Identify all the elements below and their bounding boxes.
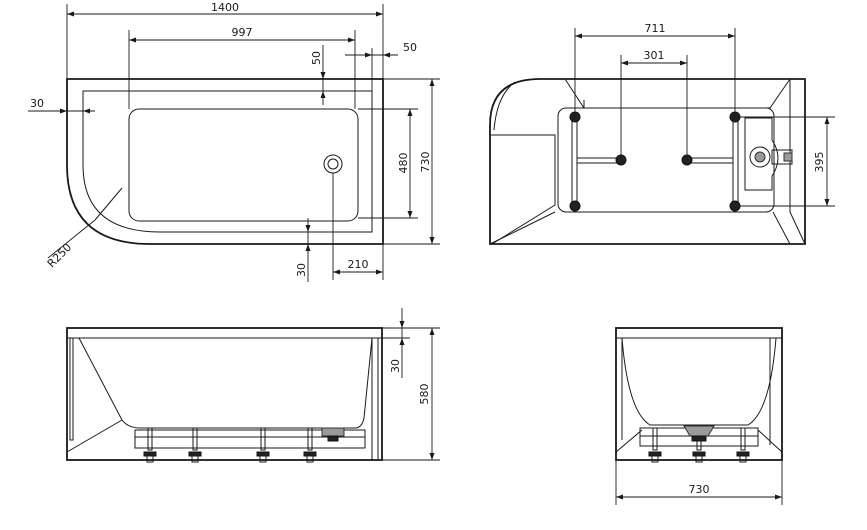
dim-50v-label: 50 <box>310 51 323 65</box>
tub-rim-inner <box>82 90 373 233</box>
dim-301: 301 <box>620 49 688 160</box>
frame-diag-left <box>489 211 556 245</box>
dim-210: 210 <box>332 173 384 280</box>
end-view <box>615 327 783 463</box>
inner-basin-outline <box>557 107 775 213</box>
dim-210-label: 210 <box>348 258 369 271</box>
foot-2 <box>569 200 581 212</box>
frame-diag-right <box>772 211 791 245</box>
drain-inner <box>327 158 339 170</box>
underside-view <box>489 78 806 245</box>
dim-30-left: 30 <box>28 97 95 114</box>
dim-1400-label: 1400 <box>211 1 239 14</box>
dim-50-horizontal: 50 <box>345 41 417 91</box>
frame-top-edge <box>564 78 791 109</box>
dim-997: 997 <box>128 26 356 109</box>
dim-730-plan-label: 730 <box>419 152 432 173</box>
corner-panel <box>490 134 556 245</box>
dim-301-label: 301 <box>644 49 665 62</box>
end-leg-3 <box>736 427 750 463</box>
side-drain <box>321 427 345 442</box>
side-panel-left <box>69 337 74 441</box>
dim-580: 580 <box>382 327 440 461</box>
end-drain <box>683 425 715 442</box>
drain-plug <box>754 151 766 163</box>
dim-730-end: 730 <box>615 460 783 505</box>
drain-outer <box>323 154 343 174</box>
side-leg-3 <box>256 427 270 463</box>
tub-basin <box>128 108 359 222</box>
underside-outline <box>489 78 806 245</box>
side-leg-2 <box>188 427 202 463</box>
corner-curve <box>493 81 516 131</box>
dim-30-bottom-label: 30 <box>295 263 308 277</box>
end-diag-right <box>757 429 783 453</box>
frame-right <box>789 79 806 245</box>
plan-view-top <box>47 78 384 259</box>
dim-30-side-label: 30 <box>389 359 402 373</box>
dim-50h-label: 50 <box>403 41 417 54</box>
dim-480: 480 <box>358 108 418 219</box>
dim-30-left-label: 30 <box>30 97 44 110</box>
radius-leader-ext <box>47 219 96 259</box>
end-leg-1 <box>648 427 662 463</box>
dim-730-plan: 730 <box>383 78 440 245</box>
dim-480-label: 480 <box>397 153 410 174</box>
side-frame <box>134 429 366 449</box>
dim-1400: 1400 <box>66 1 384 79</box>
drain-housing <box>744 117 779 191</box>
dim-30-bottom: 30 <box>295 218 311 282</box>
drain-pipe-end <box>783 152 793 162</box>
dim-395-label: 395 <box>813 152 826 173</box>
end-diag-left <box>615 429 643 453</box>
dim-711-label: 711 <box>645 22 666 35</box>
tub-outline <box>66 78 384 245</box>
end-basin-profile <box>621 337 777 426</box>
side-frame-diag <box>66 419 123 453</box>
drain-ring <box>749 146 771 168</box>
dim-997-label: 997 <box>232 26 253 39</box>
side-leg-1 <box>143 427 157 463</box>
foot-6 <box>729 200 741 212</box>
radius-label: R250 <box>45 241 74 270</box>
side-leg-4 <box>303 427 317 463</box>
dim-50-vertical: 50 <box>310 45 326 105</box>
dim-730-end-label: 730 <box>689 483 710 496</box>
end-outline <box>615 327 783 461</box>
side-outline <box>66 327 383 461</box>
dim-580-label: 580 <box>418 384 431 405</box>
dim-711: 711 <box>574 22 736 117</box>
dim-395: 395 <box>740 116 835 207</box>
side-view <box>66 327 383 463</box>
dim-30-side: 30 <box>382 308 410 378</box>
side-basin-profile <box>78 337 373 429</box>
radius-leader <box>94 187 123 221</box>
